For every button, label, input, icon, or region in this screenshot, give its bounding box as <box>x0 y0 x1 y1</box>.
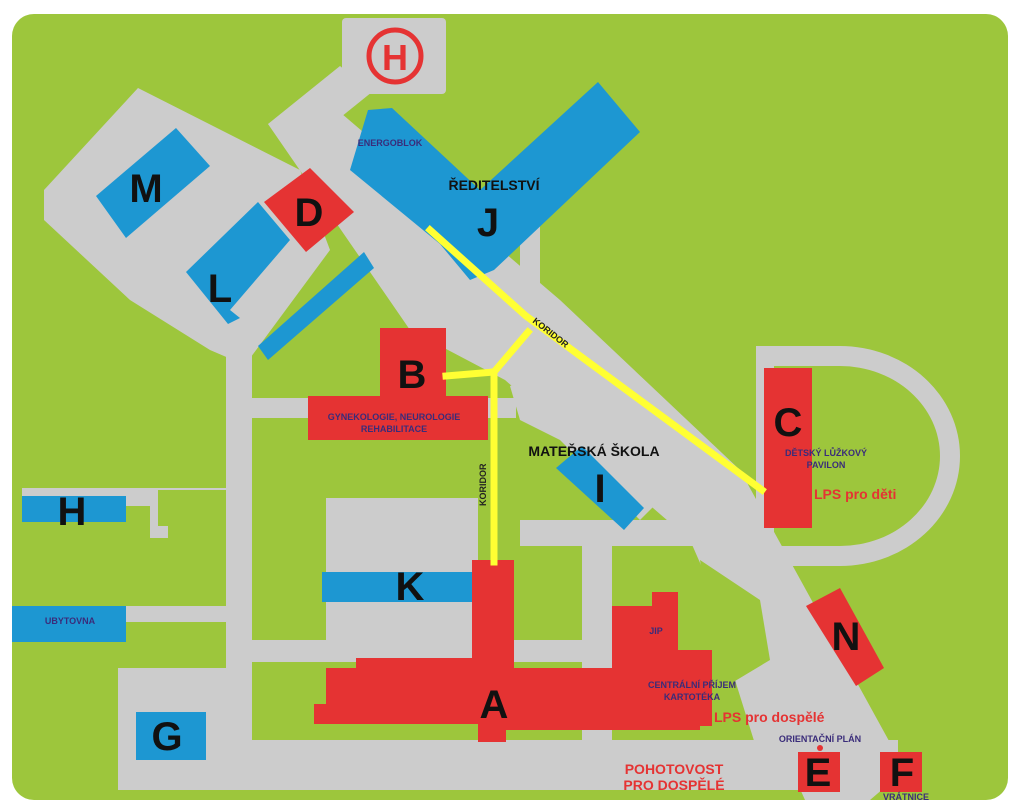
building-M-shape <box>96 128 210 238</box>
label-koridor-vertical: KORIDOR <box>478 463 488 506</box>
label-kartoteka: KARTOTÉKA <box>664 692 721 702</box>
building-label-M: M <box>129 167 162 211</box>
lawn-patch-2 <box>252 418 312 498</box>
building-D-shape <box>264 168 354 252</box>
label-rehabilitace: REHABILITACE <box>361 424 427 434</box>
building-A-shape <box>314 560 712 742</box>
building-G-shape <box>136 712 206 760</box>
building-label-A: A <box>480 683 509 727</box>
label-vratnice: VRÁTNICE <box>883 792 929 802</box>
helipad-letter: H <box>382 37 408 78</box>
label-lps-dospele: LPS pro dospělé <box>714 709 825 725</box>
lawn-patches <box>158 418 770 690</box>
building-label-C: C <box>774 401 803 445</box>
label-ubytovna: UBYTOVNA <box>45 616 96 626</box>
label-gynekologie: GYNEKOLOGIE, NEUROLOGIE <box>328 412 461 422</box>
road-k-horizontal <box>252 640 612 662</box>
label-jip: JIP <box>649 626 663 636</box>
building-label-J: J <box>477 201 499 245</box>
building-B-shape <box>308 328 488 440</box>
building-label-I: I <box>594 467 605 511</box>
building-H-shape <box>22 496 126 522</box>
building-N-shape <box>806 588 884 686</box>
building-label-D: D <box>295 191 324 235</box>
building-label-B: B <box>398 353 427 397</box>
building-E-shape <box>798 752 840 792</box>
building-label-N: N <box>832 615 861 659</box>
label-materska-skola: MATEŘSKÁ ŠKOLA <box>528 442 659 459</box>
lawn-patch-1 <box>158 490 226 526</box>
corridor-diagonal <box>425 225 767 495</box>
label-pro-dospele: PRO DOSPĚLÉ <box>623 776 724 793</box>
building-C-shape <box>764 368 812 528</box>
corridors <box>425 225 767 566</box>
building-ubytovna-shape <box>12 606 126 642</box>
label-pohotovost: POHOTOVOST <box>625 761 724 777</box>
label-orientacni-plan: ORIENTAČNÍ PLÁN <box>779 733 861 744</box>
label-detsky-pavilon-2: PAVILON <box>807 460 846 470</box>
building-F-shape <box>880 752 922 792</box>
label-reditelstvi: ŘEDITELSTVÍ <box>448 176 540 193</box>
building-I-shape <box>556 446 644 530</box>
building-label-G: G <box>151 715 182 759</box>
label-detsky-pavilon-1: DĚTSKÝ LŮŽKOVÝ <box>785 447 867 458</box>
building-K-shape <box>322 572 474 602</box>
label-centralni-prijem: CENTRÁLNÍ PŘÍJEM <box>648 679 736 690</box>
building-strip-shape <box>258 252 374 360</box>
red-buildings <box>264 168 922 792</box>
helipad-pad <box>342 18 446 94</box>
building-label-F: F <box>890 751 914 795</box>
label-lps-deti: LPS pro děti <box>814 486 896 502</box>
label-energoblok: ENERGOBLOK <box>358 138 423 148</box>
road-a-jip <box>520 520 770 546</box>
building-label-E: E <box>805 751 832 795</box>
building-label-L: L <box>208 267 232 311</box>
helipad-circle-icon <box>366 27 424 85</box>
you-are-here-marker <box>817 745 823 751</box>
building-label-H: H <box>58 490 87 534</box>
building-J-shape <box>350 82 640 280</box>
lawn-patch-3 <box>700 560 770 690</box>
blue-buildings <box>12 82 644 760</box>
building-label-K: K <box>396 565 425 609</box>
road-nw-block <box>44 88 330 365</box>
building-L-shape <box>186 202 290 324</box>
